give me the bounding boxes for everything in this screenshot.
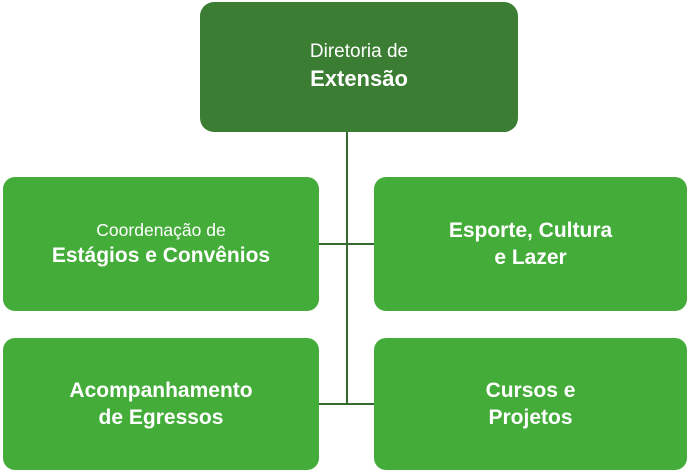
node-subtitle: Diretoria de [309, 41, 409, 63]
node-acompanhamento-de-egressos: Acompanhamento de Egressos [3, 338, 319, 470]
node-subtitle: Coordenação de [96, 219, 226, 240]
node-title-line2: e Lazer [494, 246, 567, 269]
node-estagios-e-convenios: Coordenação de Estágios e Convênios [3, 177, 319, 311]
node-esporte-cultura-lazer: Esporte, Cultura e Lazer [374, 177, 687, 311]
node-diretoria-de-extensao: Diretoria de Extensão [200, 2, 518, 132]
connector-middle-row [319, 243, 374, 245]
connector-vertical-trunk [346, 132, 348, 405]
node-title-line1: Esporte, Cultura [448, 218, 613, 242]
node-cursos-e-projetos: Cursos e Projetos [374, 338, 687, 470]
connector-bottom-row [319, 403, 374, 405]
node-title: Extensão [310, 66, 408, 92]
node-title-line1: Cursos e [485, 378, 576, 402]
node-title-line1: Acompanhamento [69, 378, 253, 402]
node-title: Estágios e Convênios [51, 243, 271, 267]
node-title-line2: de Egressos [98, 406, 224, 429]
node-title-line2: Projetos [488, 406, 573, 429]
